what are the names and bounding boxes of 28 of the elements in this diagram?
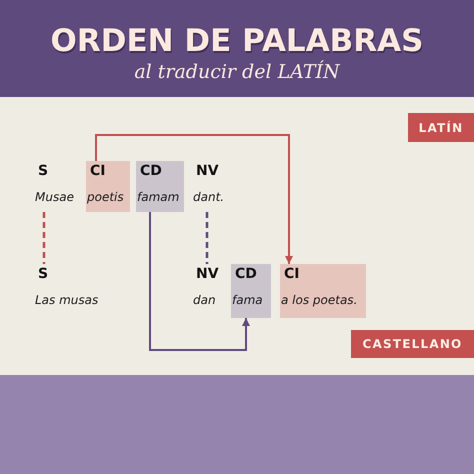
word-text: dant. xyxy=(193,189,226,205)
language-tag: CASTELLANO xyxy=(351,330,474,358)
role-label: S xyxy=(38,266,50,283)
role-label: CD xyxy=(140,163,163,180)
dashed-line xyxy=(206,212,208,264)
highlight-box xyxy=(231,264,271,318)
role-label: CD xyxy=(235,266,258,283)
word-text: famam xyxy=(137,189,180,205)
role-label: CI xyxy=(284,266,300,283)
arrow xyxy=(149,212,250,351)
word-text: a los poetas. xyxy=(281,292,358,308)
role-label: CI xyxy=(90,163,106,180)
title-text: ORDEN DE PALABRAS xyxy=(50,23,424,59)
subtitle-text: al traducir del LATÍN xyxy=(133,60,342,84)
role-label: S xyxy=(38,163,50,180)
word-text: dan xyxy=(193,292,217,308)
highlight-box xyxy=(86,161,130,212)
role-label: NV xyxy=(196,266,220,283)
word-text: fama xyxy=(232,292,264,308)
dashed-line xyxy=(42,212,46,264)
word-text: Musae xyxy=(35,189,75,205)
highlight-box xyxy=(136,161,184,212)
language-tag: LATÍN xyxy=(408,113,474,142)
word-text: poetis xyxy=(87,189,125,205)
role-label: NV xyxy=(196,163,220,180)
word-text: Las musas xyxy=(35,292,100,308)
arrow xyxy=(95,134,293,264)
highlight-box xyxy=(280,264,366,318)
